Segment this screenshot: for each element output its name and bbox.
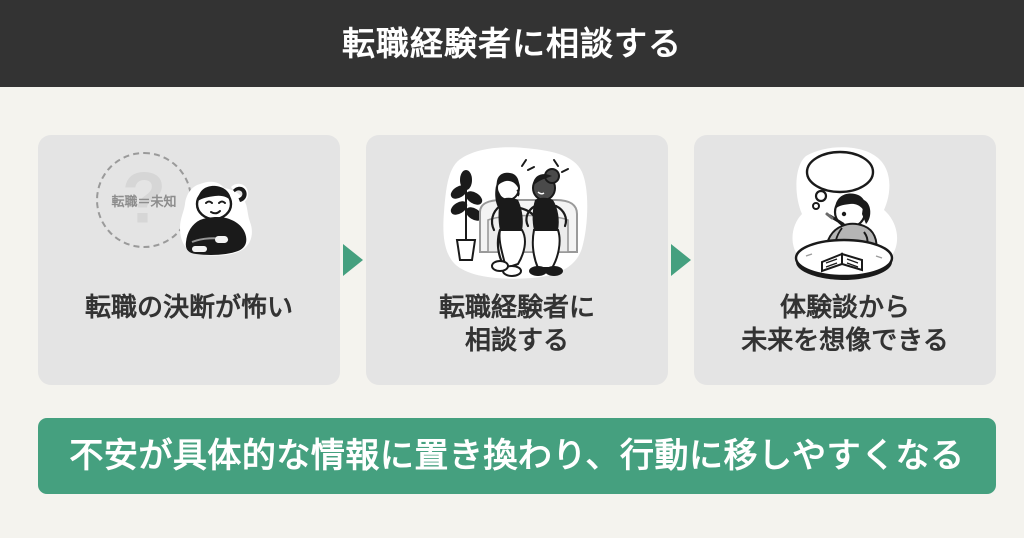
step-3-label: 体験談から 未来を想像できる — [694, 291, 996, 358]
page-title: 転職経験者に相談する — [342, 25, 682, 62]
step-1-label-line-1: 転職の決断が怖い — [84, 292, 293, 322]
arrow-right-triangle-icon — [343, 244, 363, 276]
step-1-label: 転職の決断が怖い — [38, 291, 340, 324]
step-card-1[interactable]: ? 転職＝未知 — [38, 135, 340, 385]
person-reading-with-thought-bubble-icon — [792, 147, 898, 280]
step-1-illustration: ? 転職＝未知 — [38, 135, 340, 295]
step-3-label-line-1: 体験談から — [779, 292, 910, 322]
two-people-talking-on-sofa-icon — [443, 147, 588, 279]
step-2-label: 転職経験者に 相談する — [366, 291, 668, 358]
worried-person-with-question-circle-icon: ? 転職＝未知 — [74, 140, 304, 290]
result-banner-text: 不安が具体的な情報に置き換わり、行動に移しやすくなる — [69, 437, 965, 475]
question-mark-icon: ? — [122, 158, 166, 239]
step-2-label-line-1: 転職経験者に — [438, 292, 595, 322]
step-3-label-line-2: 未来を想像できる — [741, 325, 949, 356]
steps-row: ? 転職＝未知 — [38, 135, 996, 385]
header-bar: 転職経験者に相談する — [0, 0, 1024, 87]
step-arrow-2 — [670, 135, 692, 385]
step-3-illustration — [694, 135, 996, 295]
worried-person-icon — [180, 181, 252, 256]
step-2-illustration — [366, 135, 668, 295]
unknown-dashed-circle: ? 転職＝未知 — [96, 152, 192, 248]
result-banner: 不安が具体的な情報に置き換わり、行動に移しやすくなる — [38, 418, 996, 494]
step-2-label-line-2: 相談する — [464, 325, 569, 356]
step-card-2[interactable]: 転職経験者に 相談する — [366, 135, 668, 385]
unknown-circle-label: 転職＝未知 — [111, 193, 177, 209]
arrow-right-triangle-icon — [671, 244, 691, 276]
step-card-3[interactable]: 体験談から 未来を想像できる — [694, 135, 996, 385]
step-arrow-1 — [342, 135, 364, 385]
